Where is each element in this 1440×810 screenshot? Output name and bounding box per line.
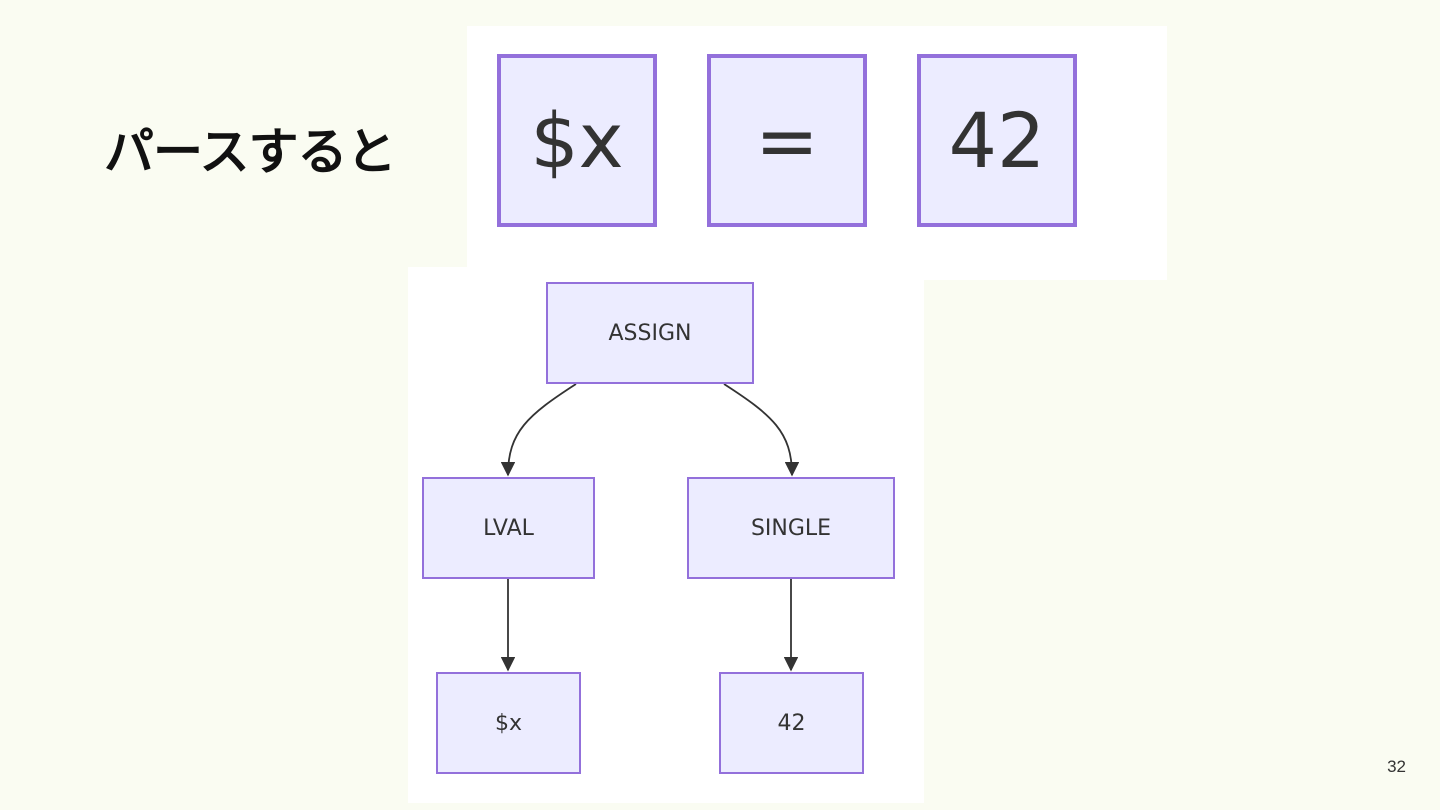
node-dollar-x: $x xyxy=(436,672,581,774)
token-dollar-x: $x xyxy=(497,54,657,227)
node-42: 42 xyxy=(719,672,864,774)
token-sequence: $x = 42 xyxy=(467,26,1167,280)
parse-tree-edges xyxy=(500,383,800,672)
parse-tree: ASSIGN LVAL SINGLE $x 42 xyxy=(408,267,924,803)
node-lval: LVAL xyxy=(422,477,595,579)
node-assign: ASSIGN xyxy=(546,282,754,384)
token-equals: = xyxy=(707,54,867,227)
edge-assign-lval xyxy=(500,383,577,477)
slide-title: パースすると xyxy=(104,123,396,181)
node-single: SINGLE xyxy=(687,477,895,579)
page-number: 32 xyxy=(1387,757,1406,776)
edge-assign-single xyxy=(723,383,800,477)
token-42: 42 xyxy=(917,54,1077,227)
